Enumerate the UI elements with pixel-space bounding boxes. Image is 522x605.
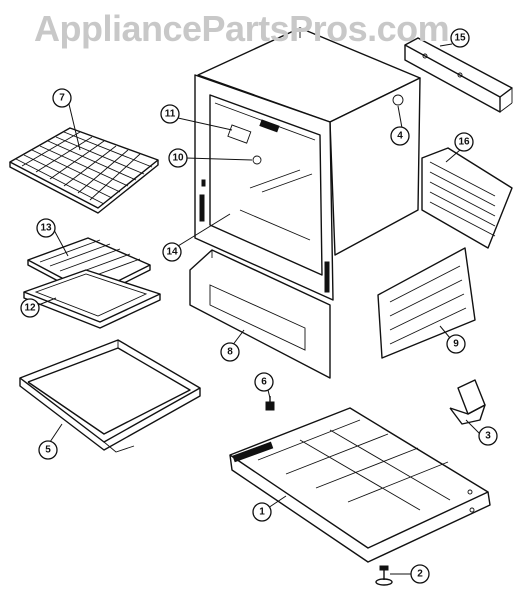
callout-13: 13 <box>36 218 56 238</box>
callout-9: 9 <box>446 334 466 354</box>
callout-16: 16 <box>454 132 474 152</box>
screw-part[interactable] <box>265 396 275 411</box>
svg-text:10: 10 <box>172 153 184 164</box>
svg-text:3: 3 <box>485 431 491 442</box>
svg-text:6: 6 <box>261 377 267 388</box>
callout-15: 15 <box>450 28 470 48</box>
svg-text:2: 2 <box>417 569 423 580</box>
svg-text:4: 4 <box>397 131 403 142</box>
svg-text:11: 11 <box>165 109 176 120</box>
side-panel-right-part[interactable] <box>421 147 513 249</box>
oven-rack-part[interactable] <box>9 127 159 214</box>
svg-text:13: 13 <box>40 223 52 234</box>
lower-front-panel-part[interactable] <box>189 249 331 379</box>
svg-text:7: 7 <box>59 93 65 104</box>
callout-1: 1 <box>252 502 272 522</box>
svg-text:16: 16 <box>458 137 470 148</box>
storage-drawer-part[interactable] <box>19 339 201 453</box>
rear-bracket-part[interactable] <box>404 37 513 113</box>
callout-10: 10 <box>168 148 188 168</box>
svg-text:1: 1 <box>259 507 265 518</box>
callout-2: 2 <box>410 564 430 584</box>
callout-14: 14 <box>162 242 182 262</box>
svg-text:8: 8 <box>227 347 233 358</box>
svg-text:9: 9 <box>453 339 459 350</box>
leveling-leg-part[interactable] <box>375 565 393 586</box>
callout-7: 7 <box>52 88 72 108</box>
leader-lines <box>35 43 481 575</box>
side-panel-left-part[interactable] <box>377 247 476 359</box>
svg-text:15: 15 <box>454 33 466 44</box>
callout-6: 6 <box>254 372 274 392</box>
callout-4: 4 <box>390 126 410 146</box>
callout-5: 5 <box>38 440 58 460</box>
small-bracket-part[interactable] <box>449 379 486 425</box>
svg-text:12: 12 <box>24 303 36 314</box>
svg-text:5: 5 <box>45 445 51 456</box>
callout-8: 8 <box>220 342 240 362</box>
callout-11: 11 <box>160 104 180 124</box>
oven-body-part[interactable] <box>194 27 421 301</box>
watermark-text: AppliancePartsPros.com <box>34 8 450 49</box>
callout-12: 12 <box>20 298 40 318</box>
callout-3: 3 <box>478 426 498 446</box>
oven-base-part[interactable] <box>229 407 491 563</box>
broiler-pan-part[interactable] <box>23 269 161 329</box>
svg-text:14: 14 <box>166 247 178 258</box>
